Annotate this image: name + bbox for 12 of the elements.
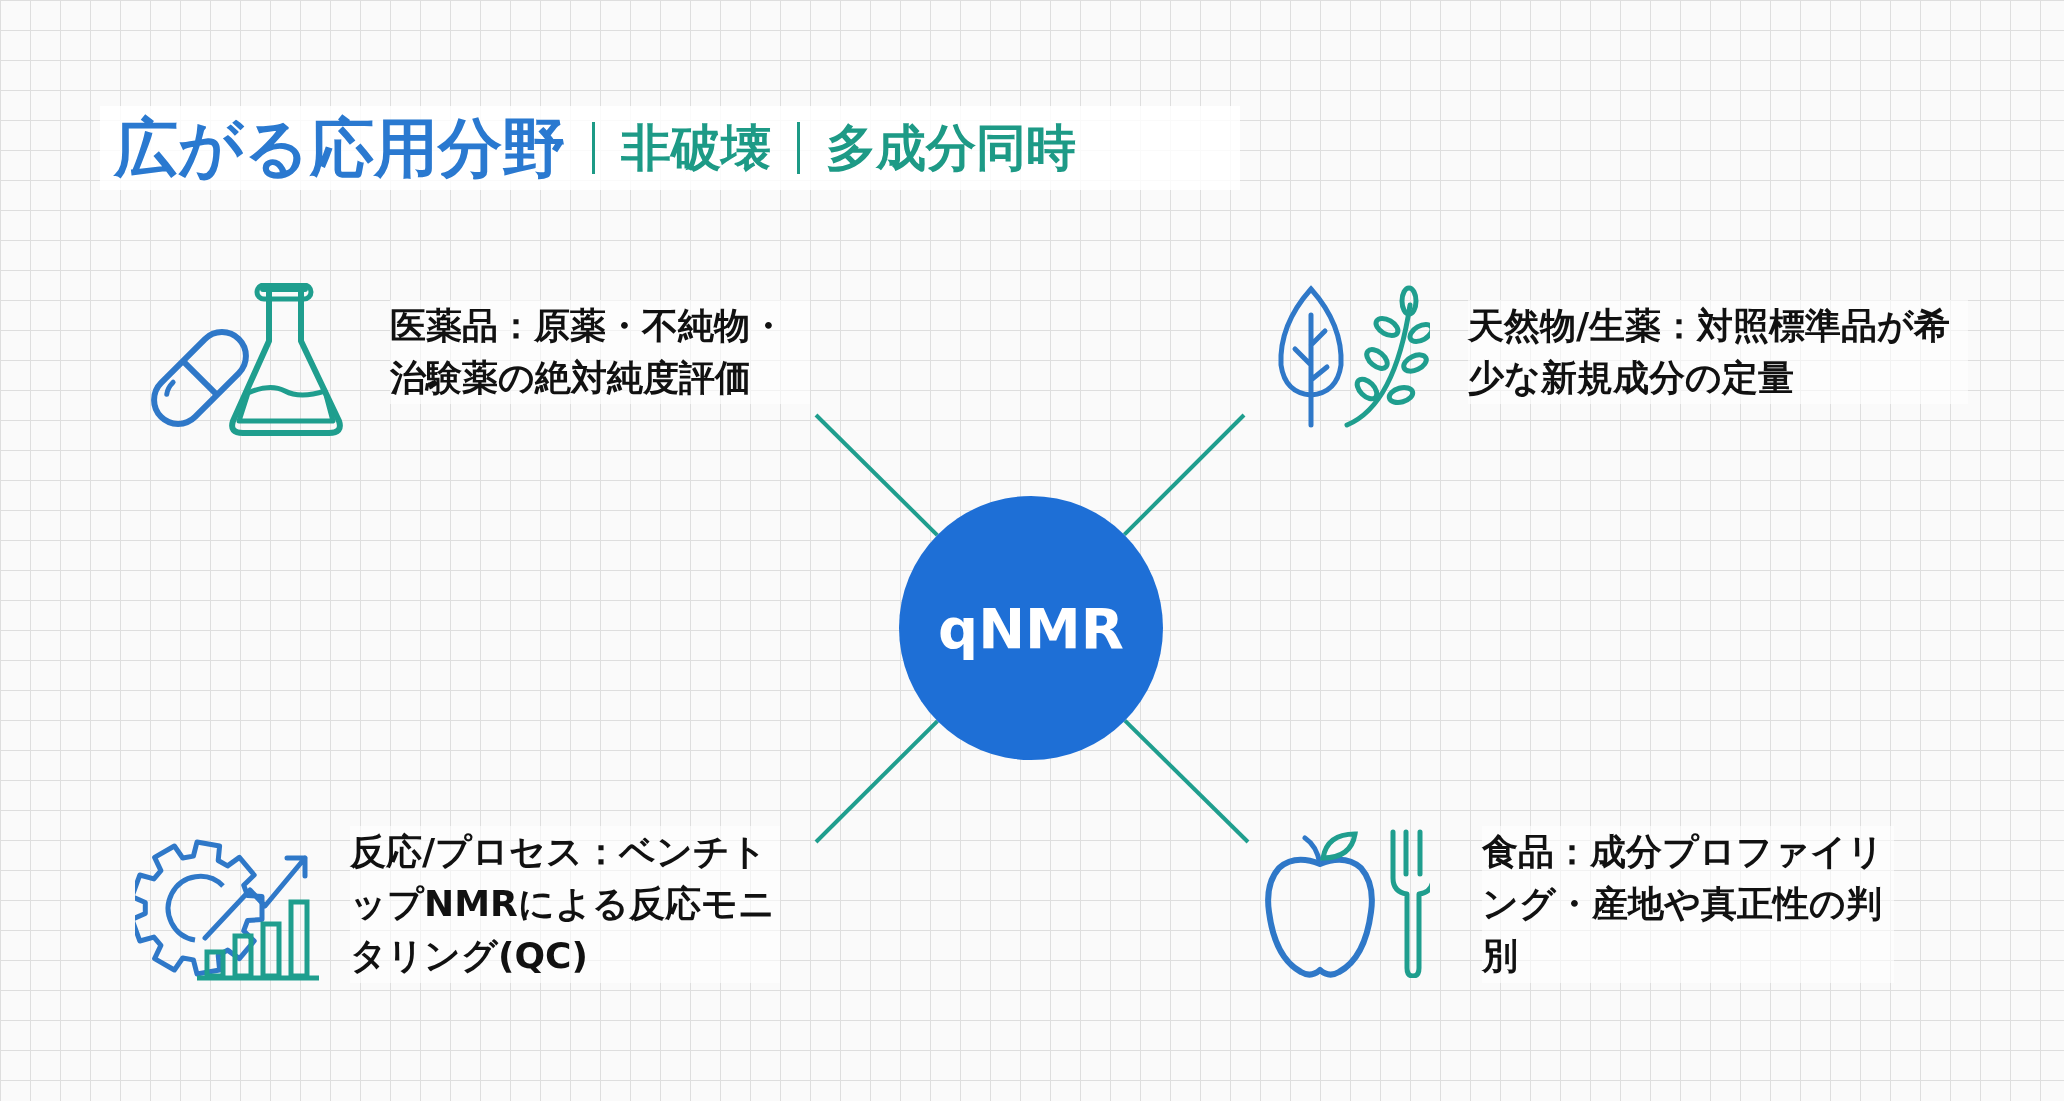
hub-circle: qNMR — [899, 496, 1163, 760]
application-text: 医薬品：原薬・不純物・治験薬の絶対純度評価 — [390, 300, 810, 405]
application-text: 天然物/生薬：対照標準品が希少な新規成分の定量 — [1468, 300, 1968, 405]
application-text: 反応/プロセス：ベンチトップNMRによる反応モニタリング(QC) — [350, 826, 780, 983]
application-text: 食品：成分プロファイリング・産地や真正性の判別 — [1482, 826, 1894, 983]
connector-line — [814, 413, 939, 537]
title: 広がる応用分野 — [114, 109, 566, 187]
subtitle: 多成分同時 — [826, 117, 1076, 179]
connector-line — [814, 719, 939, 844]
connector-line — [1122, 413, 1246, 537]
connector-line — [1123, 719, 1250, 844]
subtitle: 非破壊 — [621, 117, 771, 179]
